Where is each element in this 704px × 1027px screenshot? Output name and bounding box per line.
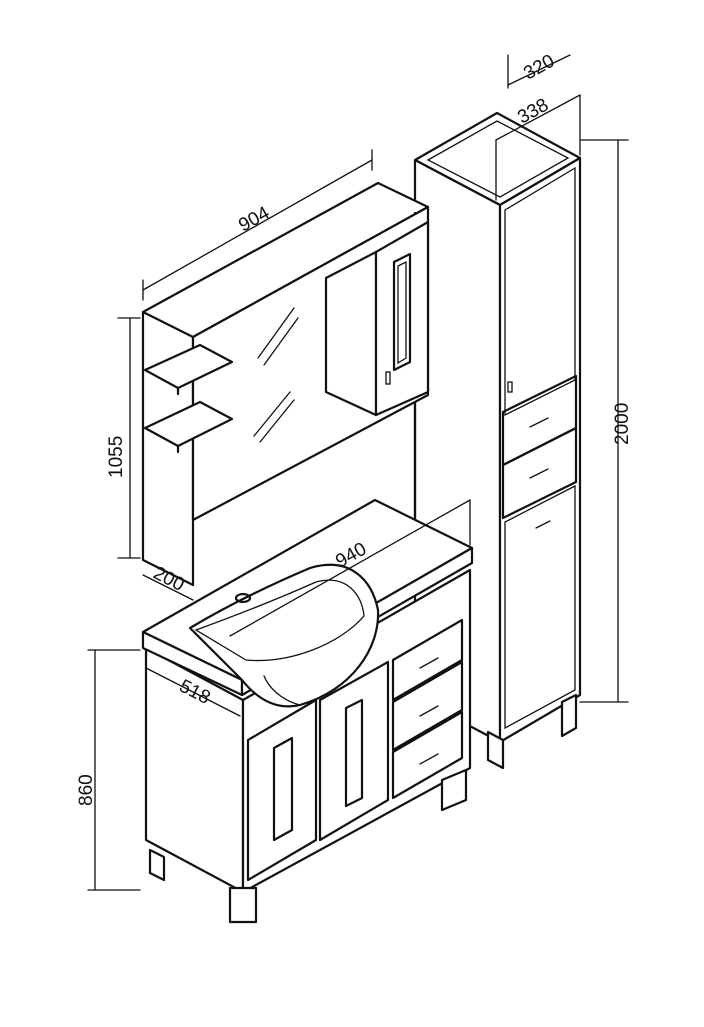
vanity-drawer-1[interactable] [391,618,464,702]
mirror-reflection-4 [259,399,295,443]
mirror-reflection-2 [263,317,299,366]
vanity-door-left-handle [272,736,294,842]
vanity-drawer-2[interactable] [391,660,464,752]
mirror-door-handle-slot [392,252,412,372]
column-lower-handle [535,520,551,529]
column-drawer-2[interactable] [501,426,578,520]
vanity-leg-left [148,848,166,882]
vanity-drawer-2-handle [419,705,439,717]
column-lower-door [504,484,576,730]
column-leg-front-right [560,693,578,738]
dim-line-338 [495,94,581,141]
dim-line-518 [145,667,241,717]
dim-line-200 [142,574,194,601]
label-vanity-height: 860 [76,774,97,806]
dimension-lines [87,54,629,891]
vanity-drawer-1-handle [419,657,439,669]
vanity-door-left[interactable] [246,698,318,882]
mirror-cabinet-door[interactable] [374,220,430,417]
vanity-leg-right [440,768,468,812]
column-leg-front-left [486,730,505,770]
column-front [498,156,582,744]
label-column-height: 2000 [612,403,633,445]
dim-line-904 [142,159,373,291]
vanity-basin-inner [194,579,365,662]
mirror-reflection-1 [257,307,295,359]
vanity-door-right[interactable] [318,660,390,842]
mirror-door-handle-inner [397,260,407,365]
mirror-back-left [141,310,195,587]
column-top-inner-edge [426,120,570,198]
mirror-side-box [324,250,378,417]
label-mirror-height: 1055 [106,436,127,478]
dim-line-940 [229,499,471,637]
vanity-tap-hole [234,592,252,604]
label-mirror-width: 904 [235,202,273,236]
vanity-basin-underside [263,675,301,706]
dim-line-320 [507,54,571,86]
vanity-door-right-handle [344,698,364,808]
column-drawer-1-handle [529,417,549,428]
column-door-handle [507,381,513,393]
mirror-door-knob [385,371,391,385]
mirror-cabinet [141,181,430,587]
vanity-drawer-3-handle [419,753,439,765]
vanity-cabinet [141,498,474,924]
label-mirror-depth: 200 [150,563,188,596]
label-column-depth-outer: 338 [514,95,552,129]
vanity-leg-front [228,886,258,924]
label-column-depth-inner: 320 [520,51,558,85]
mirror-shelf-lower [143,400,234,448]
mirror-reflection-3 [253,391,291,437]
vanity-drawer-3[interactable] [391,710,464,800]
mirror-shelf-upper [143,343,234,390]
column-drawer-2-handle [529,468,549,479]
vanity-basin-bowl [188,563,380,708]
